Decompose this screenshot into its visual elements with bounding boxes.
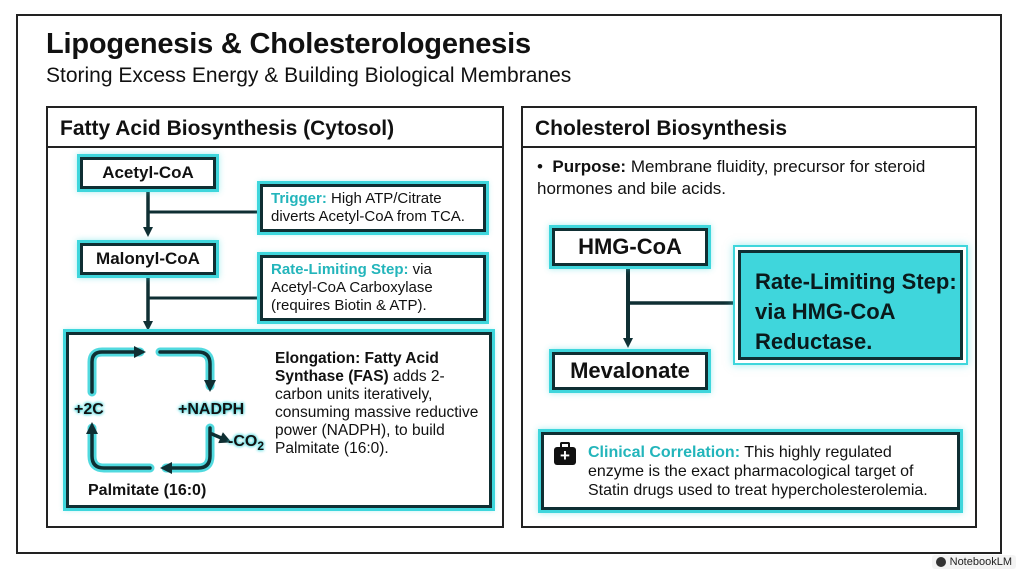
trigger-label: Trigger: [271,190,327,207]
clinical-correlation-box: + Clinical Correlation: This highly regu… [541,432,960,510]
trigger-text: High ATP/Citrate diverts Acetyl-CoA from… [271,190,465,225]
page-subtitle: Storing Excess Energy & Building Biologi… [46,64,572,87]
elongation-text: adds 2-carbon units iteratively, consumi… [275,368,479,457]
cholesterol-panel-header: Cholesterol Biosynthesis [523,108,975,148]
rls-label: Rate-Limiting Step: [271,261,409,278]
watermark-text: NotebookLM [949,556,1012,568]
trigger-note: Trigger: High ATP/Citrate diverts Acetyl… [260,184,486,232]
purpose-label: Purpose: [552,157,627,176]
co2-release-arrow [210,432,232,444]
minus-co2-label: -CO2 [228,433,264,453]
hmg-coa-label: HMG-CoA [578,234,682,259]
plus-nadph-label: +NADPH [178,401,245,418]
palmitate-label: Palmitate (16:0) [88,482,207,499]
rate-limiting-note: Rate-Limiting Step: via Acetyl-CoA Carbo… [260,255,486,321]
cycle-arc-bottom-left [86,422,152,470]
hmg-coa-node: HMG-CoA [552,228,708,266]
malonyl-coa-label: Malonyl-CoA [96,249,200,268]
fatty-acid-panel-header: Fatty Acid Biosynthesis (Cytosol) [48,108,502,148]
mevalonate-label: Mevalonate [570,358,690,383]
acetyl-coa-label: Acetyl-CoA [102,163,194,182]
rls-text: via Acetyl-CoA Carboxylase (requires Bio… [271,261,433,314]
clinical-label: Clinical Correlation: [588,444,741,461]
hmg-rate-limiting-box: Rate-Limiting Step: via HMG-CoA Reductas… [738,250,963,360]
notebooklm-logo-icon [935,557,946,567]
clinical-text: This highly regulated enzyme is the exac… [588,444,928,499]
bullet-dot: • [537,157,553,176]
cycle-arc-bottom-right [160,426,212,474]
elongation-box [66,332,492,508]
elongation-description: Elongation: Fatty Acid Synthase (FAS) ad… [275,350,485,458]
page-title: Lipogenesis & Cholesterologenesis [46,28,531,60]
cycle-arc-top-right [158,350,216,392]
malonyl-coa-node: Malonyl-CoA [80,243,216,275]
cycle-arc-top-left [90,346,146,394]
co2-subscript: 2 [257,439,265,454]
minus-co2-text: -CO [228,433,258,450]
notebooklm-watermark: NotebookLM [931,555,1016,569]
plus-2c-label: +2C [74,401,104,418]
purpose-bullet: • Purpose: Membrane fluidity, precursor … [537,156,977,200]
acetyl-coa-node: Acetyl-CoA [80,157,216,189]
purpose-text: Membrane fluidity, precursor for steroid… [537,157,926,198]
medical-kit-icon: + [554,442,576,465]
elongation-bold: Elongation: Fatty Acid Synthase (FAS) [275,350,439,385]
mevalonate-node: Mevalonate [552,352,708,390]
